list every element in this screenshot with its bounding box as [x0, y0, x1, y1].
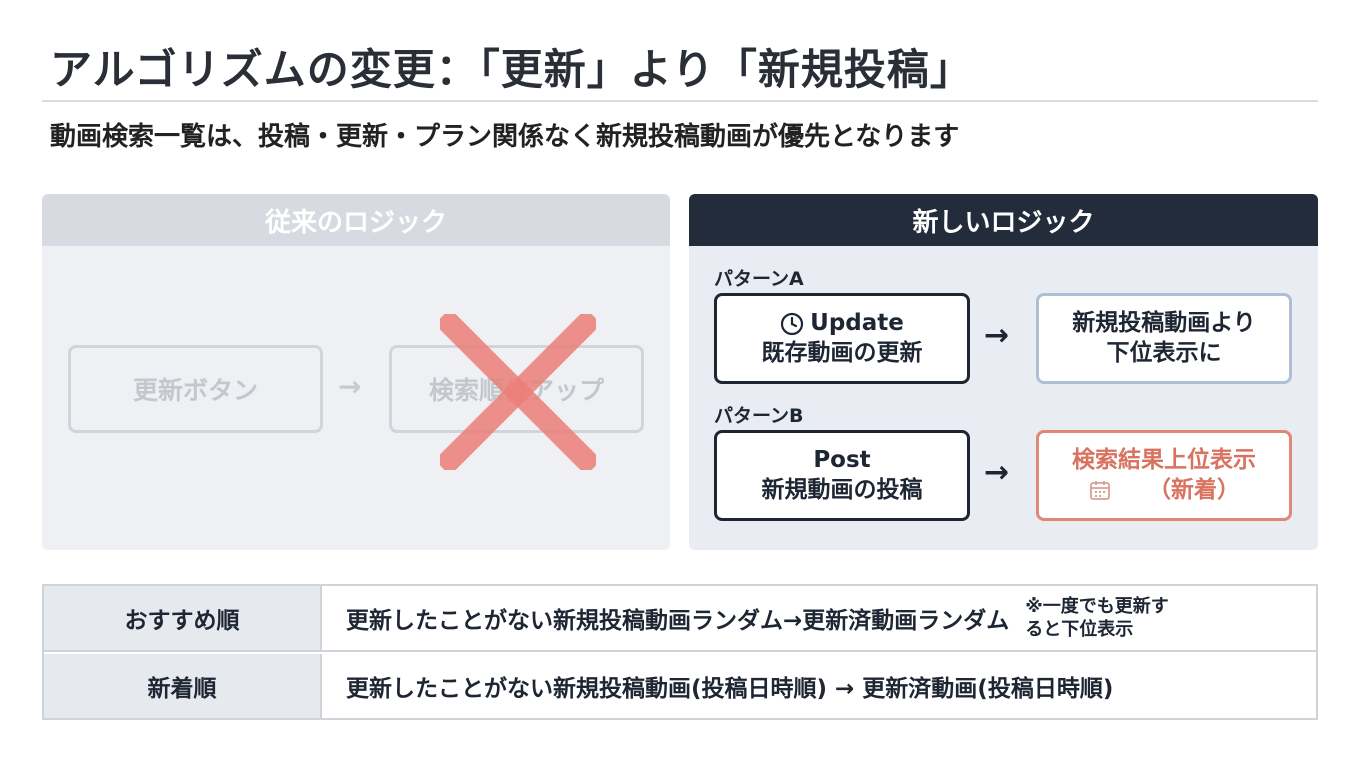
- table-row-newest: 新着順 更新したことがない新規投稿動画(投稿日時順) → 更新済動画(投稿日時順…: [44, 654, 1316, 718]
- old-update-button-box: 更新ボタン: [68, 345, 323, 433]
- pattern-b-source-en: Post: [813, 446, 871, 473]
- pattern-b-arrow: →: [984, 455, 1010, 490]
- page-title: アルゴリズムの変更：「更新」より「新規投稿」: [50, 45, 973, 94]
- new-logic-header: 新しいロジック: [689, 194, 1318, 246]
- table-row-note: ※一度でも更新す ると下位表示: [1025, 595, 1169, 642]
- table-row-head: おすすめ順: [44, 586, 322, 650]
- old-rank-up-box: 検索順位アップ: [389, 345, 644, 433]
- pattern-a-result-box: 新規投稿動画より 下位表示に: [1036, 293, 1292, 384]
- pattern-a-source-en: Update: [810, 309, 904, 336]
- table-row-note-line2: ると下位表示: [1025, 619, 1134, 640]
- table-row-cell: 更新したことがない新規投稿動画ランダム→更新済動画ランダム ※一度でも更新す る…: [322, 586, 1316, 650]
- pattern-a-label: パターンA: [714, 268, 804, 290]
- sort-order-table: おすすめ順 更新したことがない新規投稿動画ランダム→更新済動画ランダム ※一度で…: [42, 584, 1318, 720]
- calendar-icon: [1090, 481, 1110, 501]
- table-row-cell: 更新したことがない新規投稿動画(投稿日時順) → 更新済動画(投稿日時順): [322, 654, 1316, 718]
- cross-mark-icon: [440, 314, 596, 470]
- table-row-body: 更新したことがない新規投稿動画ランダム→更新済動画ランダム: [346, 608, 1010, 634]
- old-arrow: →: [338, 370, 362, 403]
- pattern-b-source-box: Post 新規動画の投稿: [714, 430, 970, 521]
- page-subtitle: 動画検索一覧は、投稿・更新・プラン関係なく新規投稿動画が優先となります: [50, 122, 960, 152]
- old-logic-header: 従来のロジック: [42, 194, 670, 246]
- title-divider: [42, 100, 1318, 102]
- pattern-a-result-line2: 下位表示に: [1106, 339, 1222, 366]
- table-row-head: 新着順: [44, 654, 322, 718]
- pattern-b-result-line2: （新着）: [1148, 476, 1240, 503]
- pattern-a-source-box: Update 既存動画の更新: [714, 293, 970, 384]
- pattern-b-result-line1: 検索結果上位表示: [1072, 446, 1256, 473]
- pattern-a-arrow: →: [984, 318, 1010, 353]
- pattern-b-source-jp: 新規動画の投稿: [761, 476, 923, 503]
- clock-icon: [781, 312, 804, 335]
- pattern-a-source-jp: 既存動画の更新: [761, 339, 923, 366]
- pattern-b-result-box: 検索結果上位表示 （新着）: [1036, 430, 1292, 521]
- table-row-note-line1: ※一度でも更新す: [1025, 595, 1169, 617]
- pattern-a-result-line1: 新規投稿動画より: [1072, 309, 1256, 336]
- pattern-b-label: パターンB: [714, 405, 804, 427]
- table-row-body: 更新したことがない新規投稿動画(投稿日時順) → 更新済動画(投稿日時順): [346, 676, 1114, 702]
- table-row-recommended: おすすめ順 更新したことがない新規投稿動画ランダム→更新済動画ランダム ※一度で…: [44, 586, 1316, 652]
